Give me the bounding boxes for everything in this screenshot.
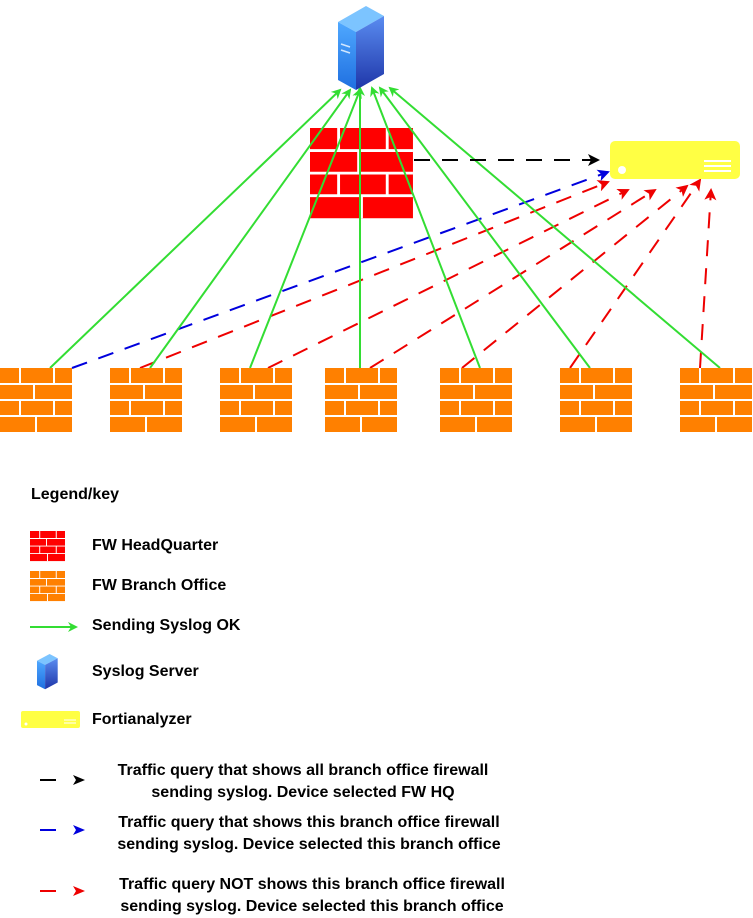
syslog-line-branch-5 [370,86,481,369]
branch-firewalls [0,367,753,433]
syslog-line-branch-3 [249,88,362,369]
legend-hq-firewall-icon [29,530,66,562]
query-not-line-branch-7 [699,188,717,369]
query-not-line-branch-5 [461,184,689,369]
branch-firewall [219,367,293,433]
legend-title: Legend/key [31,486,120,503]
legend-desc-query-this-ok-line1: Traffic query that shows this branch off… [118,814,500,831]
legend-desc-query-this-ok-line2: sending syslog. Device selected this bra… [117,836,501,853]
branch-firewall [109,367,183,433]
legend-desc-query-all-line2: sending syslog. Device selected FW HQ [151,784,455,801]
fortianalyzer [610,141,740,179]
legend-desc-query-not-line1: Traffic query NOT shows this branch offi… [119,876,505,893]
syslog-ok-lines [49,86,721,369]
syslog-line-branch-2 [149,88,352,369]
legend-desc-query-this-ok: Traffic query that shows this branch off… [79,812,539,856]
legend-fortianalyzer-icon [21,711,80,728]
legend-label-syslog-server: Syslog Server [92,663,199,680]
branch-firewall [324,367,398,433]
query-this-ok-line [71,169,610,369]
legend-label-hq-firewall: FW HeadQuarter [92,537,219,554]
legend-label-syslog-ok: Sending Syslog OK [92,617,241,634]
legend-desc-query-not-line2: sending syslog. Device selected this bra… [120,898,504,915]
branch-firewall [439,367,513,433]
syslog-line-branch-6 [378,86,591,369]
branch-firewall [679,367,753,433]
syslog-line-branch-1 [49,88,342,369]
legend-query-this-ok-icon [40,825,85,835]
query-not-line-branch-4 [369,188,657,369]
legend-branch-firewall-icon [29,570,66,602]
syslog-server [338,6,384,90]
hq-firewall [308,126,415,220]
legend-desc-query-not: Traffic query NOT shows this branch offi… [82,874,542,918]
legend-query-all-icon [40,775,85,785]
syslog-line-branch-7 [388,86,721,369]
legend-desc-query-all-line1: Traffic query that shows all branch offi… [117,762,489,779]
legend-label-fortianalyzer: Fortianalyzer [92,711,192,728]
branch-firewall [559,367,633,433]
legend-query-not-icon [40,886,85,896]
legend-syslog-server-icon [37,654,58,690]
query-not-lines [139,178,717,369]
query-not-line-branch-6 [569,178,702,369]
legend-desc-query-all: Traffic query that shows all branch offi… [73,760,533,804]
branch-firewall [0,367,73,433]
query-not-line-branch-3 [267,189,630,369]
legend-label-branch-firewall: FW Branch Office [92,577,227,594]
